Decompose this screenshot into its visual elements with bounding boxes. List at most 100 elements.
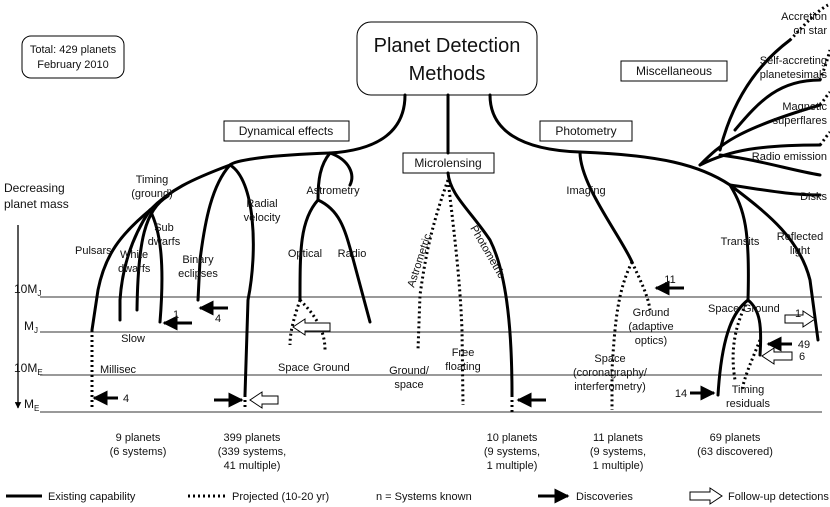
labels-white_dwarfs-1: dwarfs [118,263,151,275]
legend-followup-arrow [689,487,723,505]
counts-n14: 14 [675,388,687,400]
labels-slow: Slow [121,333,145,345]
path-mark-24 [698,103,822,167]
followup-arrow-rv [249,391,279,409]
path-mark-21 [716,298,750,397]
total-planets: Total: 429 planets [30,44,117,56]
labels-radial_velocity-0: Radial [246,198,277,210]
path-mark-16 [446,171,514,397]
totals-1-2: 41 multiple) [224,460,281,472]
level-10mj: 10MJ [14,282,41,298]
path-mark-5 [148,163,232,212]
counts-n4b: 4 [123,393,129,405]
path-mark-17 [578,150,634,264]
path-mark-32 [298,298,327,351]
total-date: February 2010 [37,59,109,71]
labels-self_accreting-0: Self-accreting [760,55,827,67]
planet-totals: 9 planets (6 systems) 399 planets (339 s… [110,432,773,472]
labels-free_floating-0: Free [452,347,475,359]
labels-astrometric: Astrometric [405,232,434,289]
labels-space_coronagraphy-0: Space [594,353,625,365]
labels-radial_velocity-1: velocity [244,212,281,224]
path-mark-43 [818,130,830,146]
labels-radio: Radio [338,248,367,260]
title-line-2: Methods [409,63,486,85]
labels-space_coronagraphy-2: interferometry) [574,381,646,393]
miscellaneous-label: Miscellaneous [636,64,712,78]
labels-astrometry: Astrometry [306,185,360,197]
labels-disks: Disks [800,191,827,203]
labels-optical: Optical [288,248,322,260]
labels-ground_transit: Ground [743,303,780,315]
labels-accretion-1: on star [793,25,827,37]
labels-imaging: Imaging [566,185,605,197]
path-mark-28 [718,153,822,177]
path-mark-8 [148,208,164,324]
labels-timing_residuals-0: Timing [732,384,765,396]
legend-existing: Existing capability [48,491,136,503]
labels-ground_ao-1: (adaptive [628,321,673,333]
legend-followup: Follow-up detections [728,491,829,503]
labels-sub_dwarfs-0: Sub [154,222,174,234]
counts-n11: 11 [664,274,675,286]
path-mark-9 [135,194,170,312]
path-mark-41 [818,49,830,81]
labels-ground_ao-0: Ground [633,307,670,319]
legend-systems: n = Systems known [376,491,472,503]
labels-white_dwarfs-0: White [120,249,148,261]
labels-pulsars: Pulsars [75,245,112,257]
path-mark-10 [196,163,232,302]
labels-timing_residuals-1: residuals [726,398,771,410]
path-mark-33 [416,179,450,351]
path-mark-40 [788,3,829,42]
labels-space_coronagraphy-1: (coronagraphy/ [573,367,648,379]
counts-n1: 1 [173,309,179,321]
totals-1-0: 399 planets [224,432,281,444]
labels-millisec: Millisec [100,364,137,376]
labels-space_astrometry: Space [278,362,309,374]
path-mark-42 [818,90,830,106]
path-mark-7 [118,208,152,322]
followup-arrow-astrometry [292,318,331,336]
path-mark-12 [316,151,332,202]
path-mark-19 [728,183,822,197]
axis-title-1: Decreasing [4,181,65,195]
counts-n49: 49 [798,339,810,351]
labels-binary_eclipses-0: Binary [182,254,214,266]
totals-4-1: (63 discovered) [697,446,773,458]
labels-transits: Transits [721,236,760,248]
path-mark-14 [316,198,372,324]
photometry-label: Photometry [555,124,616,138]
mass-level-lines [40,296,822,413]
labels-sub_dwarfs-1: dwarfs [148,236,181,248]
system-counts: 1 4 4 11 1 49 6 14 [123,274,810,405]
legend-projected: Projected (10-20 yr) [232,491,329,503]
labels-ground_astrometry: Ground [313,362,350,374]
labels-timing-1: (ground) [131,188,173,200]
tree-projected-branches [90,3,830,412]
level-10me: 10ME [14,361,43,377]
path-mark-25 [698,143,822,167]
path-mark-4 [228,151,332,167]
path-mark-23 [728,183,820,342]
labels-self_accreting-1: planetesimals [760,69,828,81]
followup-arrow-transit [784,310,816,328]
totals-3-1: (9 systems, [590,446,646,458]
totals-4-0: 69 planets [710,432,761,444]
totals-0-1: (6 systems) [110,446,167,458]
totals-2-0: 10 planets [487,432,538,444]
path-mark-13 [298,198,320,302]
followup-arrow-6 [761,347,793,365]
path-mark-18 [578,150,732,187]
path-mark-38 [731,299,750,381]
labels-photometric: Photometric [467,224,507,281]
total-box [21,35,125,79]
totals-2-2: 1 multiple) [487,460,538,472]
path-mark-27 [733,78,822,132]
axis-title-2: planet mass [4,197,69,211]
path-mark-11 [228,163,255,397]
level-me: ME [24,397,39,413]
path-mark-2 [488,93,582,154]
